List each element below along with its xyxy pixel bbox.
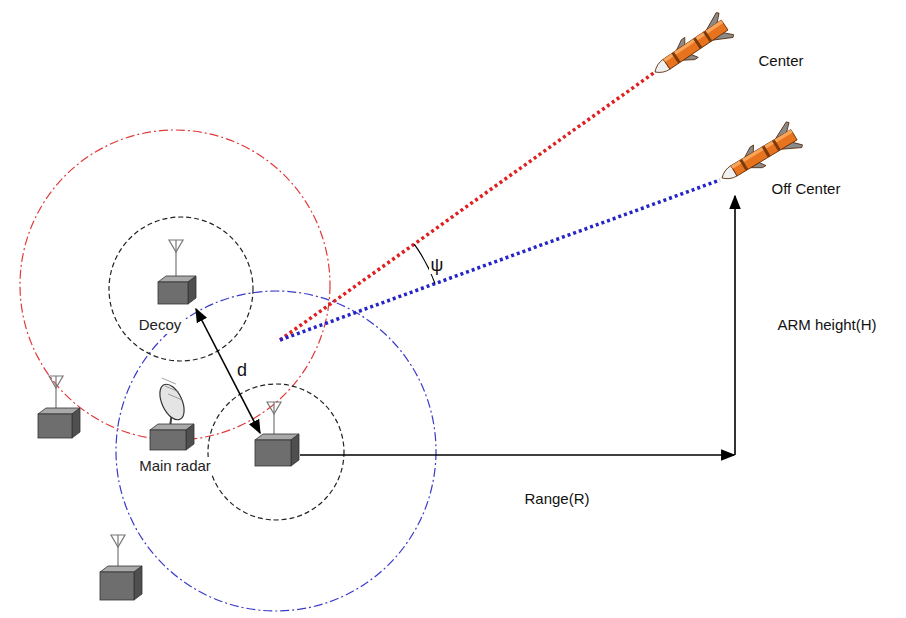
angle-symbol: ψ	[429, 256, 446, 274]
center-line-of-sight	[280, 72, 655, 340]
lower-emitter-antenna	[111, 535, 125, 569]
antenna-head	[49, 376, 63, 388]
lower-emitter-unit	[100, 566, 142, 600]
cube-front	[38, 414, 72, 438]
dimension-label: ARM height(H)	[775, 316, 878, 334]
unit-label-node: Decoy	[136, 316, 185, 334]
distance-symbol: d	[235, 361, 249, 379]
decoy-range-circle	[109, 217, 253, 361]
cube-side	[186, 424, 194, 450]
missile-label: Center	[756, 52, 805, 70]
coverage-circle-red	[20, 130, 330, 440]
missile-highlight	[663, 20, 723, 62]
left-emitter-unit	[38, 408, 80, 438]
emitter-range-circle	[208, 384, 344, 520]
coverage-circle-blue	[116, 291, 436, 611]
cube-front	[150, 430, 186, 450]
emitter-antenna	[267, 402, 281, 437]
center-missile	[647, 11, 735, 84]
unit-label-node: Main radar	[136, 457, 214, 475]
dish-grid	[165, 386, 179, 392]
missile-band	[693, 37, 702, 49]
dish-grid	[168, 394, 182, 400]
dish-reflector	[155, 381, 189, 424]
missile-band	[739, 159, 748, 171]
range-arrow	[300, 454, 734, 456]
antenna-head	[111, 535, 125, 547]
cube-side	[134, 566, 142, 600]
antenna-head	[169, 240, 183, 252]
missile-label: Off Center	[770, 180, 843, 198]
missile-band	[672, 52, 681, 64]
node-text: Decoy	[139, 316, 182, 334]
antenna-mast	[117, 535, 118, 569]
radar-dish	[155, 378, 189, 427]
missile-band	[762, 146, 771, 158]
decoy-unit	[158, 276, 196, 304]
missile-body	[663, 20, 728, 69]
cube-front	[158, 282, 188, 304]
main-radar-unit	[150, 424, 194, 450]
dimension-label: Range(R)	[522, 490, 591, 508]
missile-body	[731, 130, 797, 176]
cube-side	[291, 434, 299, 466]
height-arrow	[734, 196, 736, 455]
antenna-mast	[175, 240, 176, 279]
antenna-head	[267, 402, 281, 414]
left-emitter-antenna	[49, 376, 63, 411]
cube-side	[72, 408, 80, 438]
dish-grid	[162, 378, 176, 384]
node-text: Main radar	[139, 457, 211, 475]
off-center-line-of-sight	[280, 180, 720, 340]
missile-band	[703, 31, 712, 43]
cube-side	[188, 276, 196, 304]
distance-arrow	[196, 309, 260, 433]
antenna-mast	[55, 376, 56, 411]
emitter-unit	[255, 434, 299, 466]
decoy-antenna	[169, 240, 183, 279]
cube-front	[255, 440, 291, 466]
missile-highlight	[731, 130, 793, 169]
missile-band	[772, 139, 781, 151]
cube-front	[100, 572, 134, 600]
antenna-mast	[273, 402, 274, 437]
